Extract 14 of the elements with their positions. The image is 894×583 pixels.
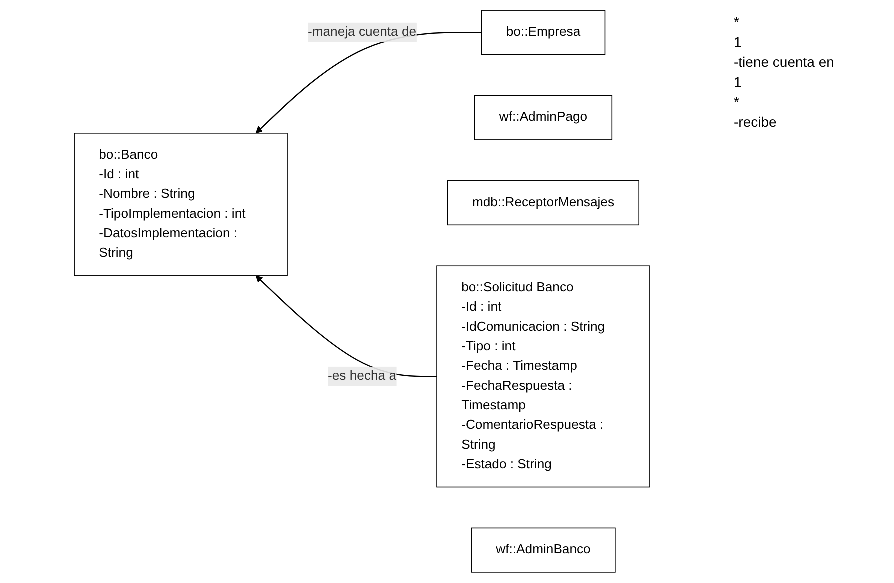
node-box: wf::AdminPago	[474, 95, 612, 140]
note-label: *	[734, 14, 740, 30]
note-label: -recibe	[734, 114, 778, 130]
note-label: -tiene cuenta en	[734, 54, 836, 70]
edge-label: -es hecha a	[328, 369, 396, 384]
note-label: 1	[734, 74, 743, 90]
node-box: mdb::ReceptorMensajes	[447, 180, 640, 226]
node-box: bo::Banco -Id : int -Nombre : String -TipoImplementacion : int -DatosImplementacion : String	[74, 133, 288, 276]
note-label: *	[734, 94, 740, 110]
node-box: wf::AdminBanco	[470, 528, 616, 573]
edge-label: -maneja cuenta de	[308, 25, 416, 40]
note-label: 1	[734, 34, 743, 50]
node-box: bo::Empresa	[481, 10, 606, 56]
node-box: bo::Solicitud Banco -Id : int -IdComunicacion : String -Tipo : int -Fecha : Timestamp -FechaRespuesta : Timestamp -ComentarioRespuesta : String -Estado : String	[436, 266, 650, 488]
